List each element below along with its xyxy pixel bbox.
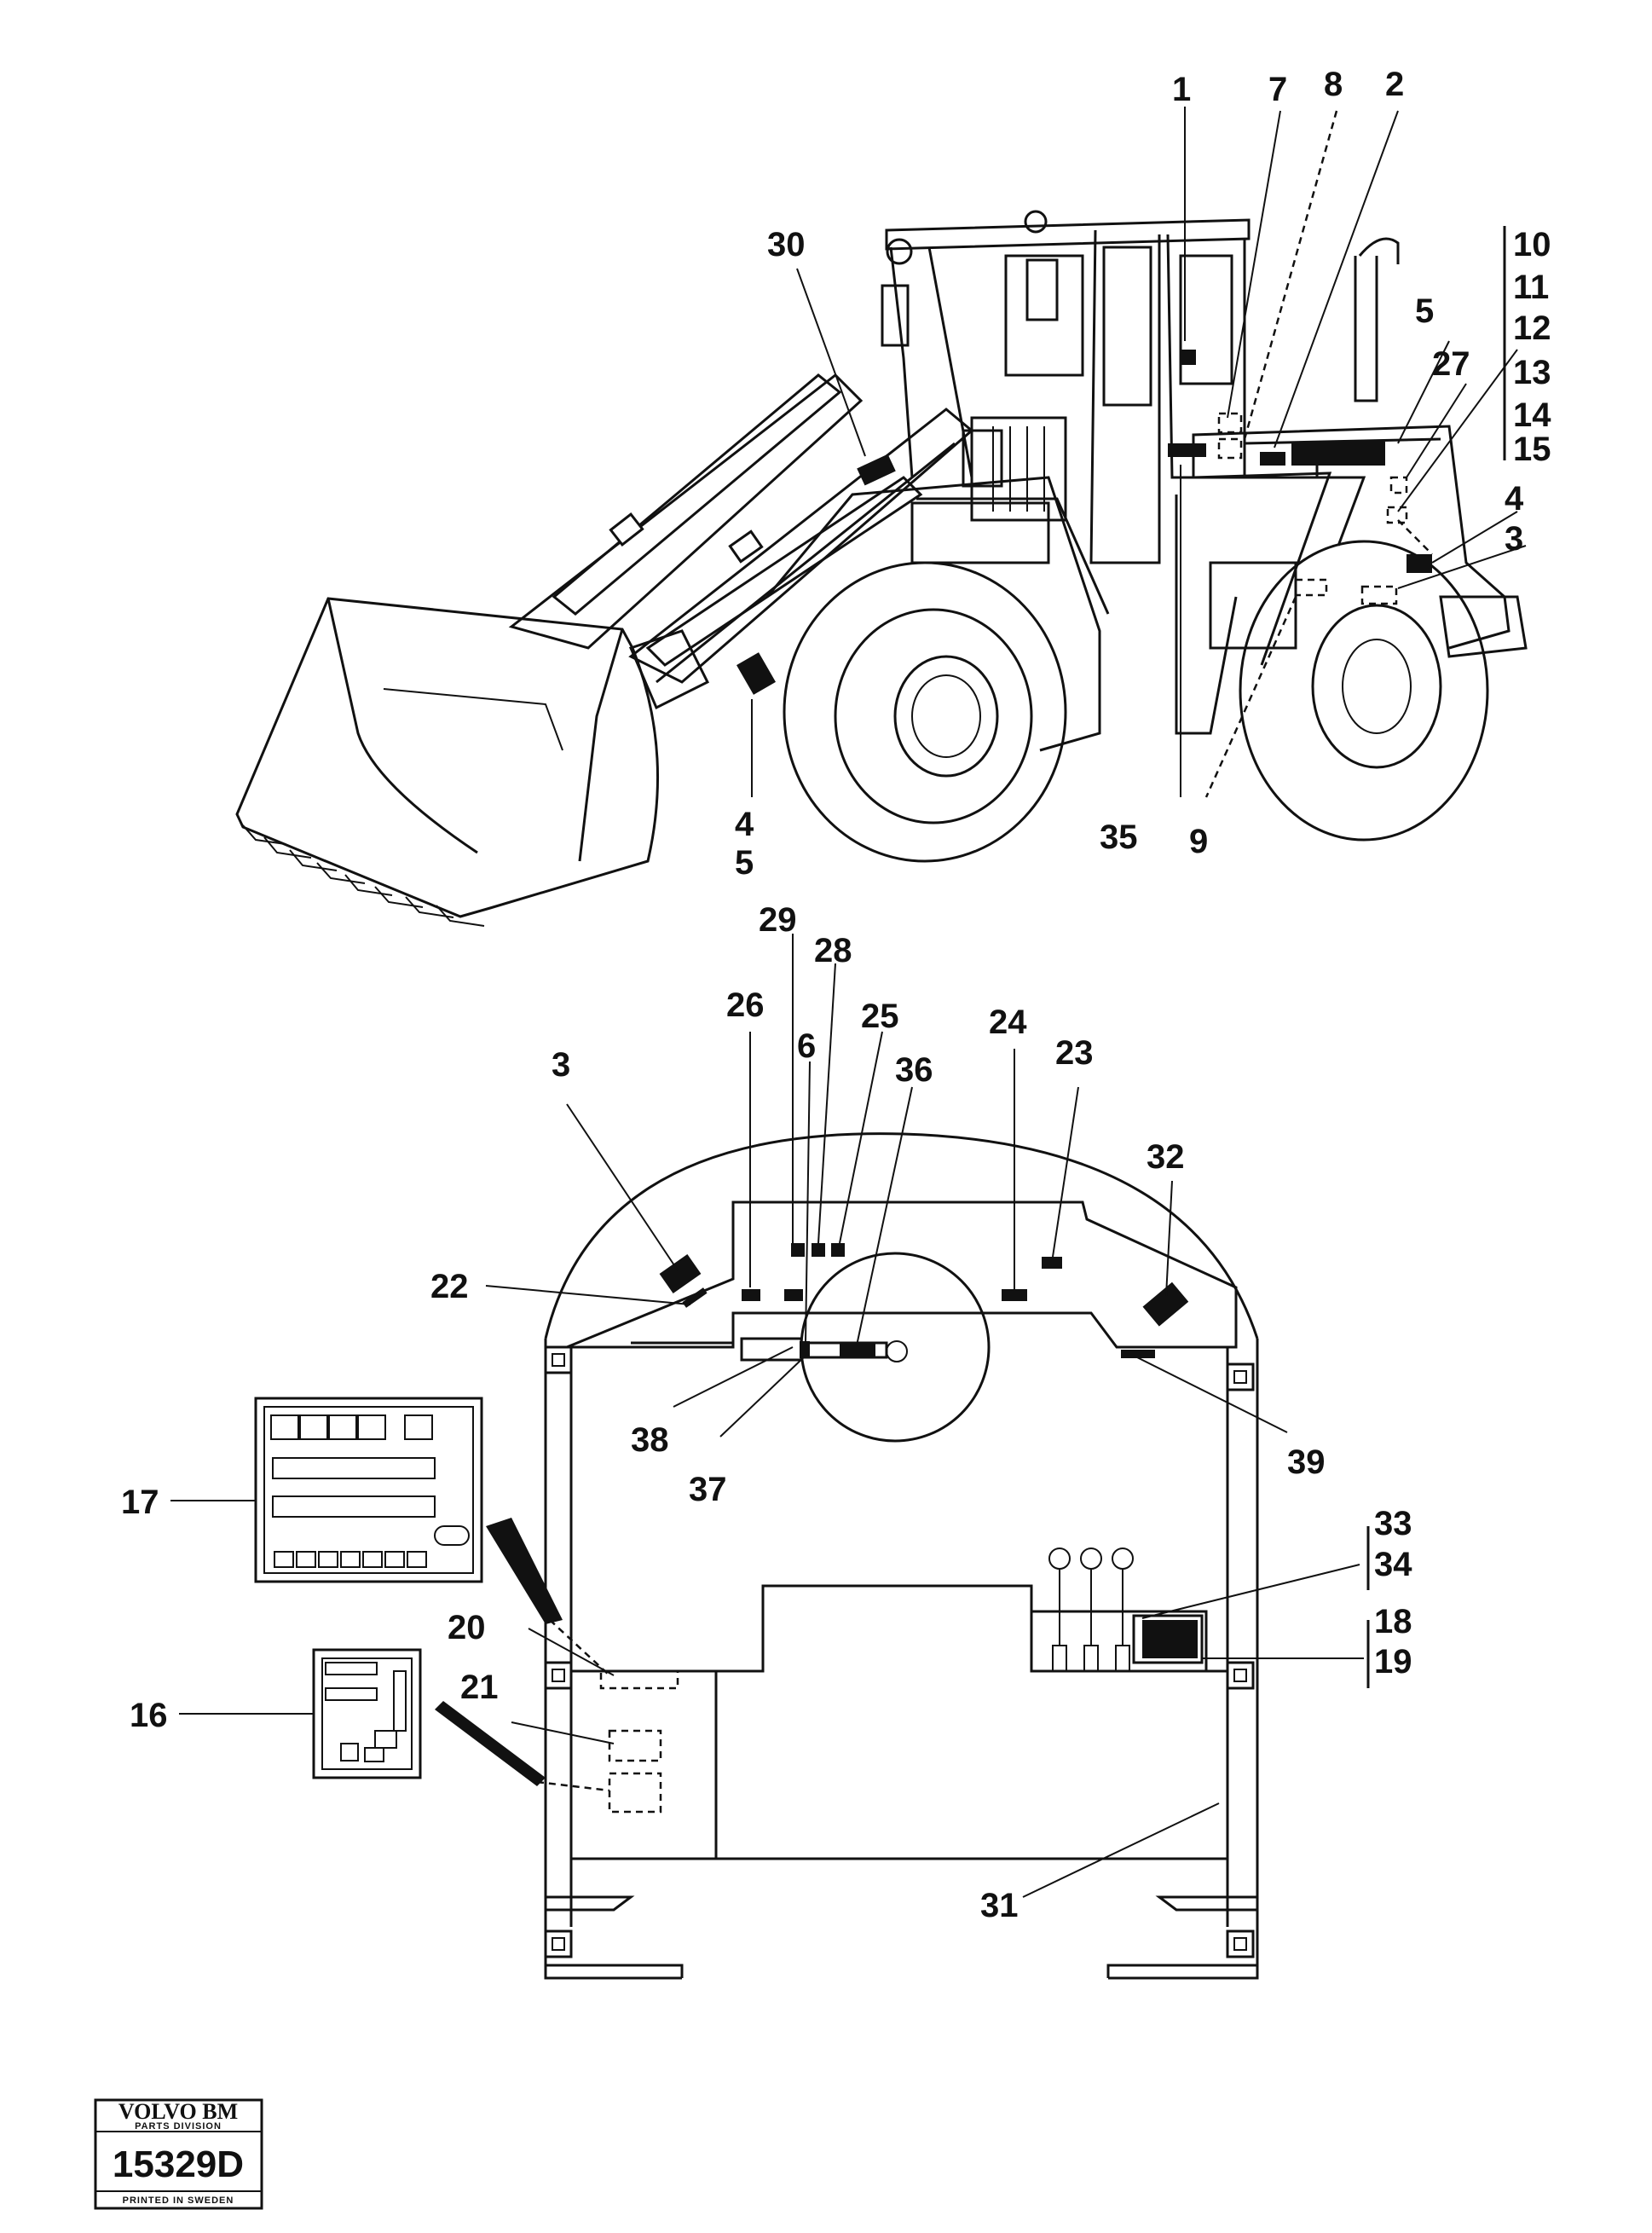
callout-13: 13 bbox=[1513, 354, 1551, 391]
callout-3-right: 3 bbox=[1505, 520, 1523, 558]
callout-34: 34 bbox=[1374, 1546, 1412, 1583]
callout-22: 22 bbox=[430, 1268, 469, 1305]
callout-4-right: 4 bbox=[1505, 480, 1524, 518]
callout-36: 36 bbox=[895, 1051, 933, 1089]
callout-32: 32 bbox=[1147, 1138, 1185, 1176]
callout-3-cab: 3 bbox=[552, 1046, 570, 1084]
fuse-panel-insert bbox=[179, 1648, 610, 1792]
stamp-brand: VOLVO BM bbox=[118, 2099, 238, 2124]
callout-4-left: 4 bbox=[735, 806, 754, 843]
callout-33: 33 bbox=[1374, 1505, 1412, 1542]
callout-8: 8 bbox=[1324, 66, 1343, 103]
callout-29: 29 bbox=[759, 901, 797, 939]
callout-9: 9 bbox=[1189, 823, 1208, 860]
callout-28: 28 bbox=[814, 932, 852, 969]
callout-19: 19 bbox=[1374, 1643, 1412, 1681]
wheel-loader-illustration bbox=[235, 107, 1528, 927]
callout-16: 16 bbox=[130, 1697, 168, 1734]
stamp-number: 15329D bbox=[113, 2143, 244, 2185]
callout-5-left: 5 bbox=[735, 844, 754, 882]
callout-30: 30 bbox=[767, 226, 806, 263]
callout-5-top: 5 bbox=[1415, 292, 1434, 330]
publisher-stamp: VOLVO BM PARTS DIVISION 15329D PRINTED I… bbox=[94, 2098, 263, 2210]
callout-23: 23 bbox=[1055, 1034, 1094, 1072]
callout-37: 37 bbox=[689, 1471, 727, 1508]
stamp-division: PARTS DIVISION bbox=[135, 2121, 222, 2132]
callout-10: 10 bbox=[1513, 226, 1551, 263]
callout-6: 6 bbox=[797, 1027, 816, 1065]
stamp-printed: PRINTED IN SWEDEN bbox=[123, 2195, 234, 2206]
callout-14: 14 bbox=[1513, 396, 1551, 434]
callout-25: 25 bbox=[861, 998, 899, 1035]
callout-18: 18 bbox=[1374, 1603, 1412, 1640]
instrument-panel-insert bbox=[170, 1397, 610, 1676]
callout-7: 7 bbox=[1268, 71, 1287, 108]
callout-31: 31 bbox=[980, 1887, 1019, 1924]
cab-top-view-illustration bbox=[485, 934, 1370, 1980]
callout-35: 35 bbox=[1100, 819, 1138, 856]
callout-15: 15 bbox=[1513, 431, 1551, 468]
callout-26: 26 bbox=[726, 986, 765, 1024]
callout-17: 17 bbox=[121, 1484, 159, 1521]
callout-24: 24 bbox=[989, 1004, 1027, 1041]
callout-27: 27 bbox=[1432, 345, 1470, 383]
callout-39: 39 bbox=[1287, 1443, 1326, 1481]
callout-21: 21 bbox=[460, 1669, 499, 1706]
callout-20: 20 bbox=[448, 1609, 486, 1646]
callout-12: 12 bbox=[1513, 309, 1551, 347]
callout-1: 1 bbox=[1172, 71, 1191, 108]
callout-2: 2 bbox=[1385, 66, 1404, 103]
callout-labels: 1 7 8 2 10 11 12 13 14 15 30 5 27 4 3 4 … bbox=[121, 66, 1551, 1924]
callout-38: 38 bbox=[631, 1421, 669, 1459]
callout-11: 11 bbox=[1513, 269, 1549, 306]
